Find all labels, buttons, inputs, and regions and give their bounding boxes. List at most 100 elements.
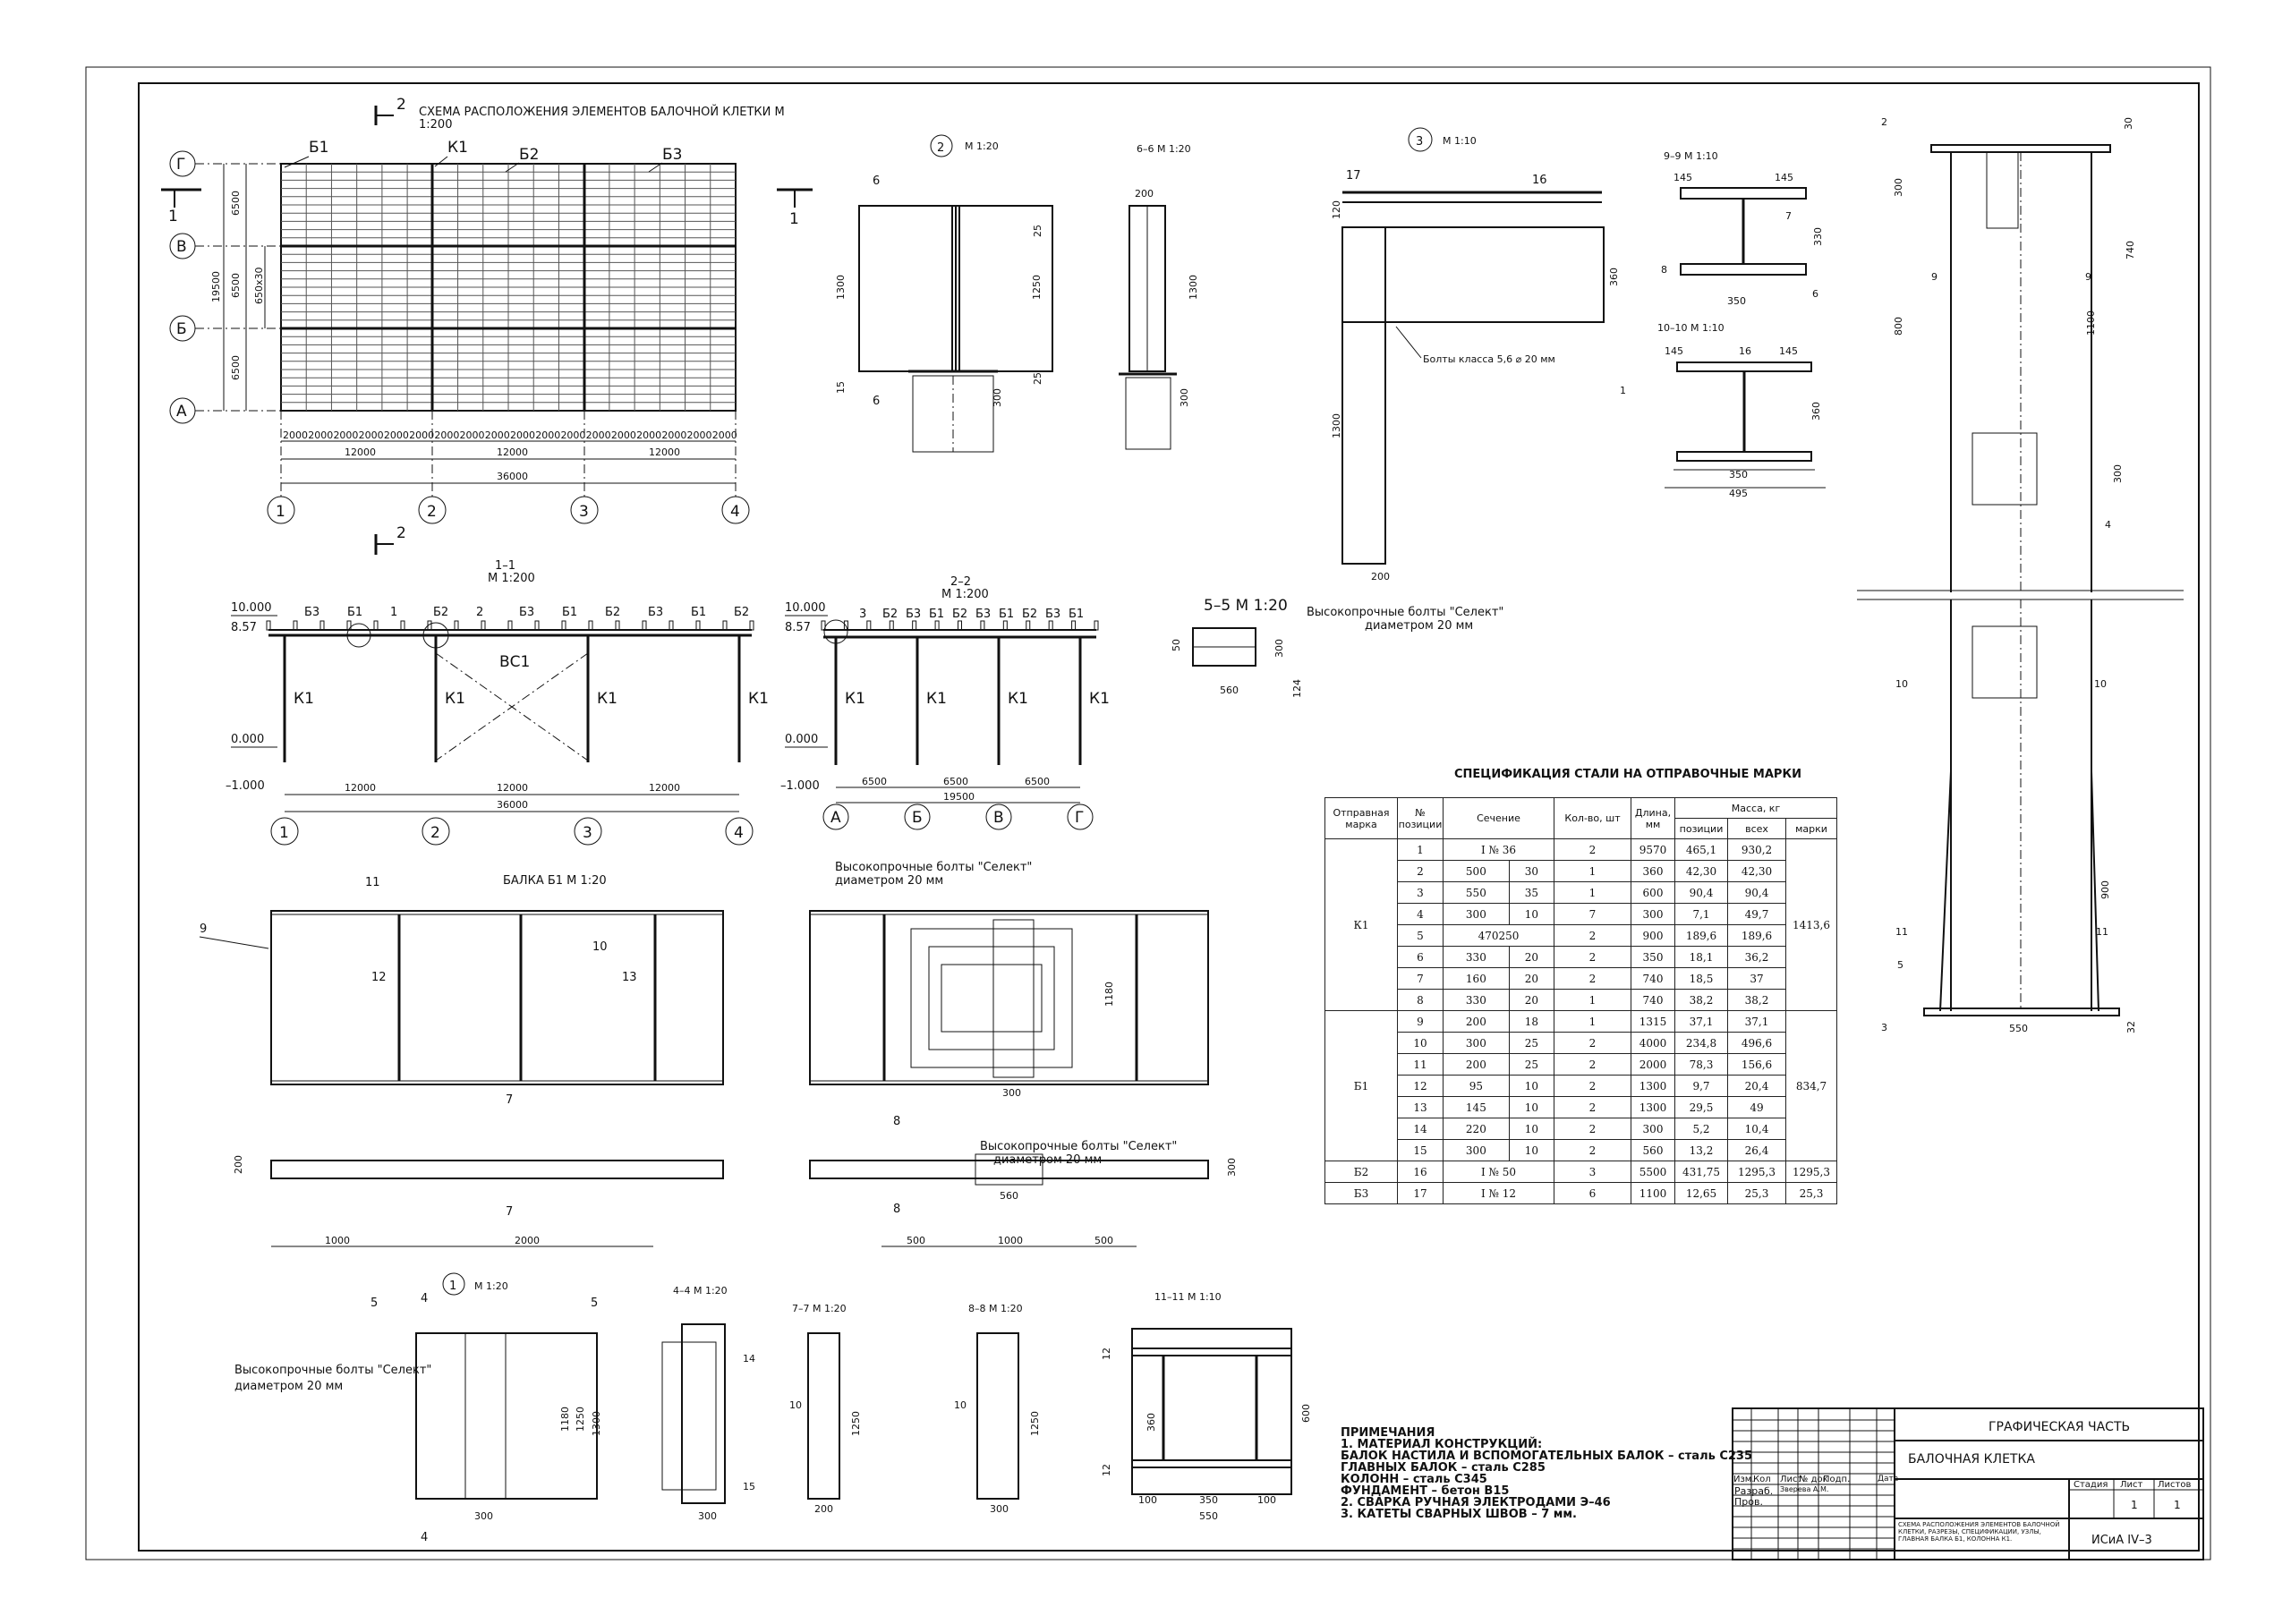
- purlin: [889, 620, 894, 631]
- section-2-2: 2–2 М 1:200 К1 К1 К1 К1 10.000 8.57 0.00…: [780, 575, 1110, 830]
- sec11-brace: ВС1: [499, 653, 530, 671]
- purlin: [1026, 620, 1031, 631]
- section-top-label: Б3: [304, 606, 319, 619]
- section-top-label: Б3: [975, 608, 991, 621]
- node2-mark: 2: [937, 141, 944, 155]
- splice-note2: диаметром 20 мм: [835, 874, 943, 888]
- plan-axis-1: 1: [276, 503, 285, 521]
- sec55-note2: диаметром 20 мм: [1365, 619, 1473, 633]
- splice-dim-1180: 1180: [1103, 982, 1115, 1007]
- b1-dim-2000: 2000: [515, 1235, 540, 1246]
- spec-cell: 18: [1508, 1010, 1555, 1033]
- node2-dim-25a: 25: [1032, 225, 1043, 237]
- spec-cell: 1: [1554, 860, 1631, 882]
- spec-cell: 12,65: [1674, 1182, 1728, 1204]
- sec55-note: Высокопрочные болты "Селект": [1307, 606, 1503, 619]
- tb-header: ГРАФИЧЕСКАЯ ЧАСТЬ: [1989, 1420, 2131, 1434]
- spec-cell: 10: [1508, 1075, 1555, 1097]
- purlin: [980, 620, 985, 631]
- sec22-col-2: К1: [926, 690, 947, 708]
- section-top-label: 3: [859, 608, 866, 621]
- spec-cell: 11: [1397, 1053, 1444, 1076]
- spec-cell: 2000: [1631, 1053, 1675, 1076]
- tb-col-list: Лист: [1780, 1475, 1803, 1484]
- spec-cell: 2: [1554, 1118, 1631, 1140]
- sec22-dim-3: 6500: [1025, 776, 1050, 787]
- spec-cell: 1295,3: [1727, 1161, 1786, 1183]
- plan-label-b1: Б1: [309, 139, 328, 157]
- column-label-4: 4: [2105, 519, 2111, 531]
- spec-cell: 2: [1554, 1053, 1631, 1076]
- section-top-label: Б1: [1069, 608, 1084, 621]
- splice-plan-dim-560: 560: [1000, 1190, 1018, 1202]
- section-5-5: 5–5 М 1:20 Высокопрочные болты "Селект" …: [1171, 597, 1503, 698]
- spec-cell: 13,2: [1674, 1139, 1728, 1161]
- section-top-label: Б2: [952, 608, 967, 621]
- spec-cell: 12: [1397, 1075, 1444, 1097]
- node-1: 1 М 1:20 5 5 4 4 Высокопрочные болты "Се…: [234, 1272, 602, 1544]
- sec22-dim-total: 19500: [943, 791, 975, 803]
- node2-cut-top: 6: [873, 174, 880, 188]
- spec-cell: 360: [1631, 860, 1675, 882]
- purlin: [534, 620, 540, 631]
- spec-cell: 26,4: [1727, 1139, 1786, 1161]
- sec88-dim-300: 300: [990, 1503, 1009, 1515]
- title-block-grid: [1733, 1409, 2202, 1559]
- column-dim-300b: 300: [2112, 464, 2124, 483]
- node2-dim-15: 15: [835, 381, 847, 394]
- spec-cell: 550: [1443, 881, 1510, 904]
- column-dim-900: 900: [2099, 880, 2111, 899]
- plan-dim-small: 2000: [510, 429, 535, 441]
- sec22-elev-beam: 8.57: [785, 621, 811, 634]
- spec-cell: I № 36: [1443, 838, 1554, 861]
- notes-line: ГЛАВНЫХ БАЛОК – сталь С285: [1341, 1461, 1546, 1475]
- spec-cell: 300: [1443, 1139, 1510, 1161]
- spec-cell: 330: [1443, 946, 1510, 968]
- notes-line: ФУНДАМЕНТ – бетон В15: [1341, 1484, 1510, 1498]
- sec11-dim-1: 12000: [345, 782, 376, 794]
- spec-cell: 2: [1397, 860, 1444, 882]
- sec1111-dim-600: 600: [1300, 1404, 1312, 1423]
- spec-cell: 5: [1397, 924, 1444, 947]
- spec-cell: 36,2: [1727, 946, 1786, 968]
- tb-col-izm: Изм.: [1733, 1475, 1755, 1484]
- purlin: [293, 620, 298, 631]
- spec-cell: 10: [1397, 1032, 1444, 1054]
- sec44-dim-300: 300: [698, 1510, 717, 1522]
- sec11-elev-beam: 8.57: [231, 621, 257, 634]
- sec99-label-8: 8: [1661, 264, 1667, 276]
- spec-cell: 25,3: [1727, 1182, 1786, 1204]
- sec22-col-4: К1: [1089, 690, 1110, 708]
- node3-label-17: 17: [1346, 169, 1361, 183]
- spec-cell: 17: [1397, 1182, 1444, 1204]
- b1-cut-top: 7: [506, 1093, 513, 1107]
- purlin: [346, 620, 352, 631]
- plan-cut-mark-left: 1: [168, 208, 178, 225]
- notes-line: 2. СВАРКА РУЧНАЯ ЭЛЕКТРОДАМИ Э–46: [1341, 1496, 1611, 1509]
- spec-h-mass-pos: позиции: [1674, 818, 1728, 839]
- spec-cell: 300: [1443, 1032, 1510, 1054]
- sec22-col-1: К1: [845, 690, 865, 708]
- b1-label-12: 12: [371, 971, 387, 984]
- plan-dim-small: 2000: [611, 429, 636, 441]
- purlin: [1002, 620, 1008, 631]
- sec22-axis-v: В: [993, 809, 1004, 827]
- plan-dim-small: 2000: [560, 429, 585, 441]
- spec-cell: 9570: [1631, 838, 1675, 861]
- spec-cell: 2: [1554, 838, 1631, 861]
- spec-cell: 330: [1443, 989, 1510, 1011]
- sec11-col-1: К1: [294, 690, 314, 708]
- purlin: [1071, 620, 1077, 631]
- sec22-col-3: К1: [1008, 690, 1028, 708]
- plan-dim-overall-left: 19500: [210, 271, 222, 302]
- section-top-label: Б2: [605, 606, 620, 619]
- sec1010-dim-495: 495: [1729, 488, 1748, 499]
- plan-dim-small: 2000: [636, 429, 661, 441]
- sec11-col-2: К1: [445, 690, 465, 708]
- column-cut-11a: 11: [1895, 926, 1908, 938]
- spec-h-section: Сечение: [1443, 797, 1554, 839]
- node1-cut-5a: 5: [370, 1297, 378, 1310]
- section-top-label: Б1: [691, 606, 706, 619]
